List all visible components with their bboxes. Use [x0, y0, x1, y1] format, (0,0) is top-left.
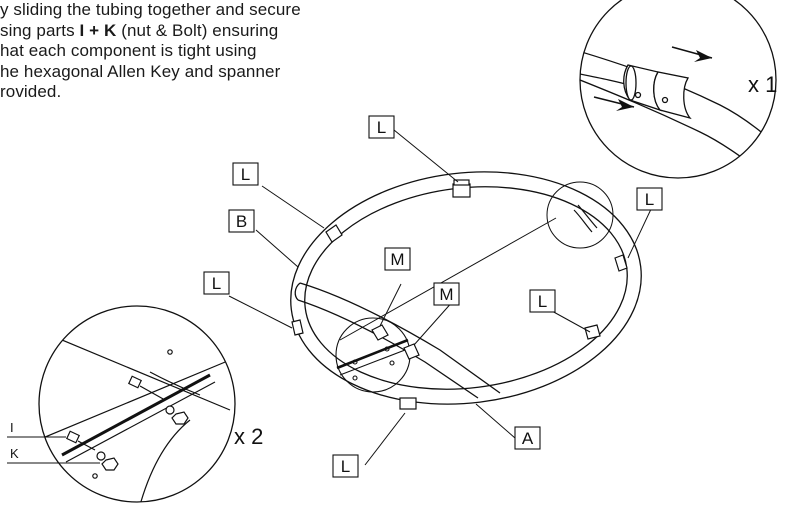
- label-box-l-right-upper: [636, 187, 663, 211]
- quantity-bottom-detail: x 2: [234, 424, 263, 449]
- clip-right-upper: [614, 254, 628, 272]
- label-l-left-upper: L: [241, 165, 250, 184]
- upper-bolt: [127, 375, 189, 425]
- label-a: A: [522, 429, 534, 448]
- instruction-line-2-start: sing parts: [0, 20, 80, 40]
- label-box-l-bottom: [332, 454, 359, 478]
- clip-m-right: [403, 343, 420, 360]
- ring-clips: [291, 179, 628, 410]
- label-box-l-left-lower: [203, 271, 230, 295]
- label-k: K: [10, 446, 19, 461]
- instruction-line-3: hat each component is tight using: [0, 41, 257, 60]
- label-box-a: [514, 426, 541, 450]
- label-l-bottom: L: [341, 457, 350, 476]
- label-l-right-upper: L: [645, 190, 654, 209]
- clip-top-cap: [453, 179, 470, 186]
- cross-tube: [294, 282, 501, 399]
- assembly-instructions: y sliding the tubing together and secure…: [0, 0, 380, 103]
- label-l-right-lower: L: [538, 292, 547, 311]
- label-box-m-right: [433, 282, 460, 306]
- tube-joint-detail: [579, 0, 777, 179]
- quantity-top-detail: x 1: [748, 72, 777, 97]
- clip-right-lower: [584, 324, 601, 340]
- clip-bottom: [399, 397, 417, 410]
- tube-joint: [573, 204, 598, 233]
- clip-left-upper: [325, 224, 343, 243]
- label-m-left: M: [390, 250, 404, 269]
- instruction-line-1: y sliding the tubing together and secure: [0, 0, 301, 19]
- label-box-l-top: [368, 115, 395, 139]
- instruction-line-5: rovided.: [0, 82, 62, 101]
- part-label-boxes: [203, 115, 663, 478]
- label-box-b: [228, 209, 255, 233]
- instruction-line-2-end: (nut & Bolt) ensuring: [116, 20, 279, 40]
- instruction-line-2: sing parts I + K (nut & Bolt) ensuring: [0, 21, 380, 42]
- lower-bolt: [65, 430, 119, 471]
- leader-lines: [228, 129, 653, 466]
- clip-top: [452, 183, 471, 198]
- label-box-l-right-lower: [529, 289, 556, 313]
- bolt-detail: [7, 305, 236, 503]
- label-box-l-left-upper: [232, 162, 259, 186]
- label-m-right: M: [439, 285, 453, 304]
- parts-i-k-bold: I + K: [79, 20, 117, 40]
- clip-left-lower: [291, 319, 304, 336]
- instruction-line-4: he hexagonal Allen Key and spanner: [0, 61, 281, 81]
- clip-m-left: [371, 324, 389, 341]
- label-i: I: [10, 420, 14, 435]
- joint-highlight-circle: [546, 181, 614, 249]
- label-l-top: L: [377, 118, 386, 137]
- label-l-left-lower: L: [212, 274, 221, 293]
- label-b: B: [236, 212, 247, 231]
- label-box-m-left: [384, 247, 411, 271]
